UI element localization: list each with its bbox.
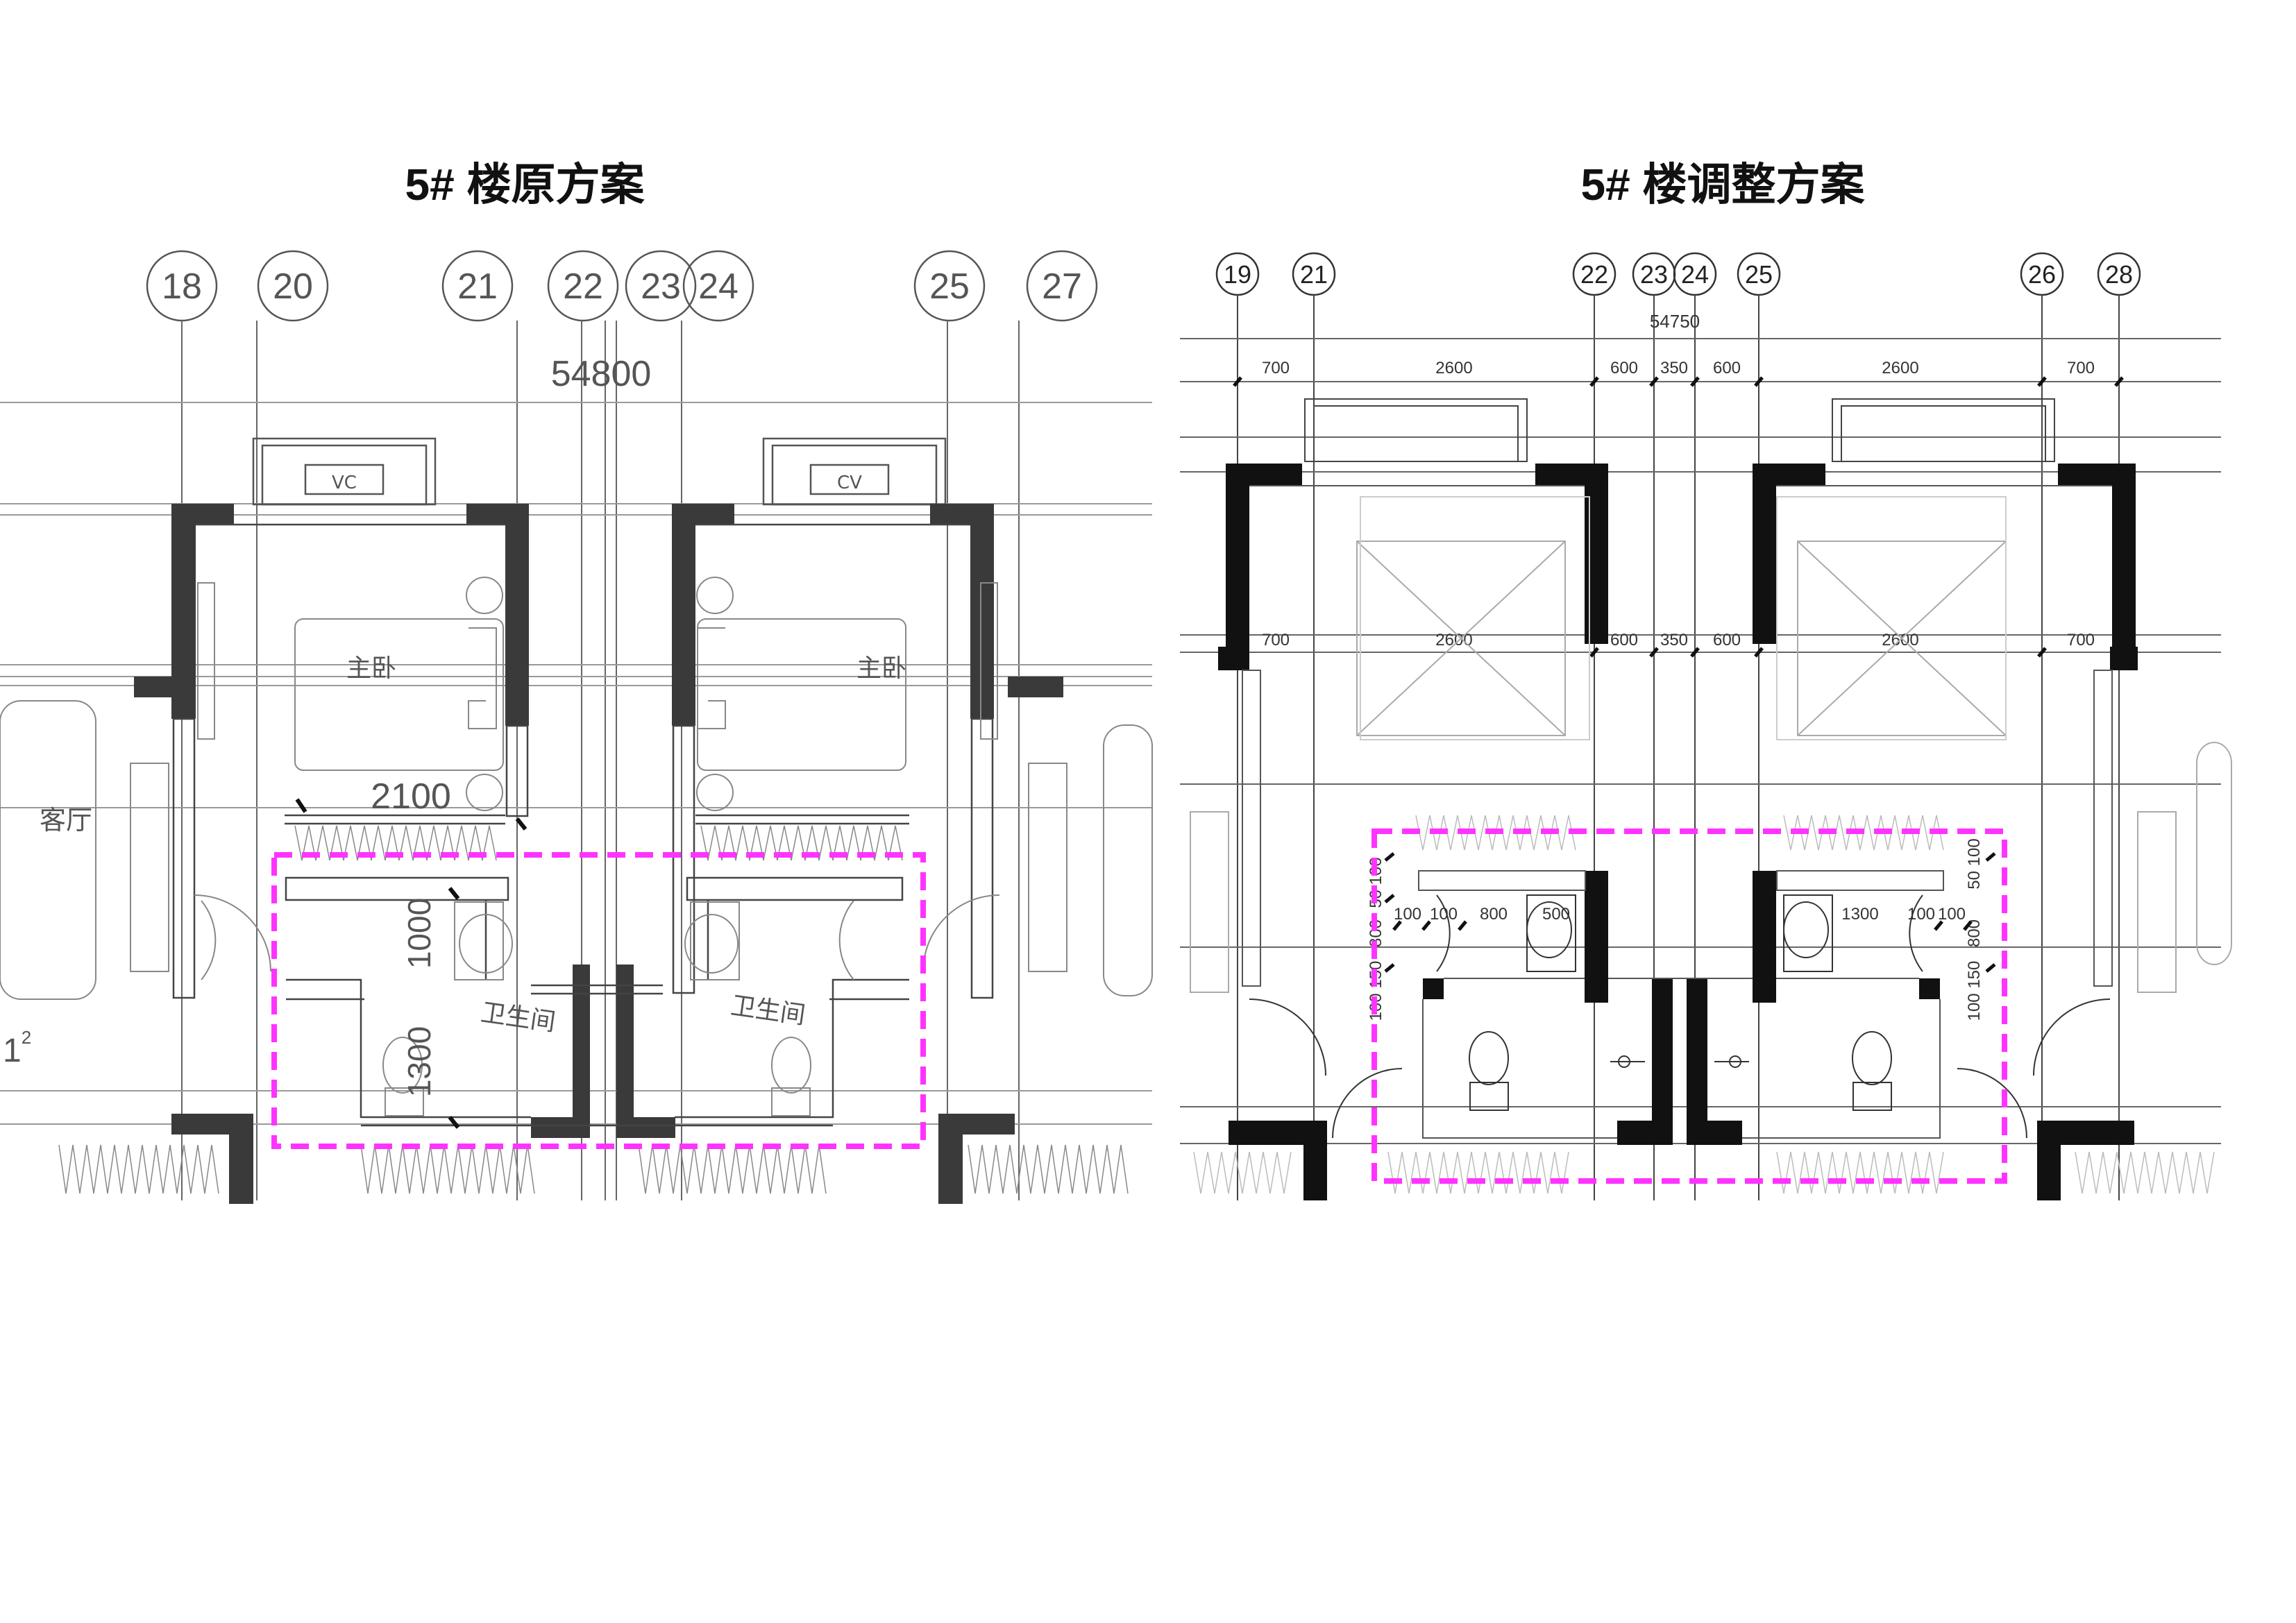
room-label-master-bedroom: 主卧 — [856, 654, 906, 683]
bath-dim: 800 — [1480, 905, 1508, 924]
room-label-master-bedroom: 主卧 — [346, 654, 396, 683]
axis-label: 22 — [1580, 260, 1608, 289]
room-label-living-room: 客厅 — [40, 805, 92, 835]
axis-label: 21 — [1300, 260, 1328, 289]
axis-label: 24 — [1681, 260, 1709, 289]
edge-mark: 12 — [3, 1027, 31, 1069]
axis-label: 21 — [457, 266, 498, 307]
bath-depth-dimension: 1300 — [401, 1026, 437, 1097]
overall-dimension-adjusted: 54750 — [1650, 311, 1700, 332]
room-label-bathroom: 卫生间 — [479, 999, 557, 1037]
axis-label: 24 — [698, 266, 738, 307]
dimension-ticks — [295, 798, 527, 1129]
original-bath-highlight — [271, 852, 926, 1149]
window-tag: VC — [332, 473, 357, 493]
dim-row-value: 2600 — [1882, 359, 1918, 377]
edge-mark-sup: 2 — [22, 1027, 31, 1048]
dim-row-value: 700 — [2067, 359, 2095, 377]
axis-label: 25 — [929, 266, 970, 307]
dim-row-value: 700 — [1262, 631, 1290, 649]
window-bays — [252, 437, 947, 506]
furniture — [0, 577, 1153, 1116]
dim-row-value: 600 — [1713, 631, 1741, 649]
dim-row-value: 700 — [2067, 631, 2095, 649]
thin-walls — [172, 523, 994, 1127]
axis-label: 20 — [273, 266, 313, 307]
horizontal-guides-adjusted — [1180, 338, 2221, 1144]
original-plan-title: 5# 楼原方案 — [405, 160, 645, 210]
bath-dim: 100 — [1907, 905, 1935, 924]
adjusted-plan-title: 5# 楼调整方案 — [1581, 160, 1866, 210]
axis-bubbles-adjusted — [1215, 252, 2141, 296]
adjusted-bath-highlight — [1371, 829, 2007, 1184]
window-tag: CV — [837, 473, 862, 493]
closet-width-dimension: 2100 — [371, 776, 451, 817]
dim-row-value: 350 — [1660, 359, 1688, 377]
axis-label: 23 — [1640, 260, 1668, 289]
walls-adjusted — [1218, 464, 2138, 1200]
dim-row-value: 600 — [1610, 631, 1638, 649]
furniture-adjusted — [1190, 496, 2232, 993]
overall-dimension: 54800 — [551, 354, 652, 394]
axis-label: 27 — [1042, 266, 1082, 307]
axis-label: 25 — [1745, 260, 1773, 289]
axis-label: 19 — [1224, 260, 1251, 289]
bath-dim: 500 — [1542, 905, 1570, 924]
dim-row-value: 600 — [1713, 359, 1741, 377]
axis-label: 23 — [641, 266, 681, 307]
axis-label: 26 — [2028, 260, 2056, 289]
window-bays-adjusted — [1304, 398, 2055, 462]
axis-label: 18 — [162, 266, 202, 307]
fixtures-adjusted — [1249, 894, 2111, 1139]
axis-label: 22 — [563, 266, 603, 307]
axis-lines-adjusted — [1237, 295, 2120, 1200]
bath-dim: 100 150 — [1965, 961, 1984, 1021]
axis-label: 28 — [2105, 260, 2133, 289]
dimension-ticks-adjusted — [1233, 376, 2124, 658]
dim-row-value: 350 — [1660, 631, 1688, 649]
bath-dim-ticks — [1384, 852, 1996, 973]
axis-lines — [181, 321, 1020, 1200]
thin-walls-adjusted — [1242, 485, 2113, 1139]
closet-hatch — [58, 825, 1129, 1194]
bath-dim: 100 — [1938, 905, 1966, 924]
bath-dim: 1300 — [1841, 905, 1878, 924]
bath-depth-dimension: 1000 — [401, 898, 437, 969]
room-label-bathroom: 卫生间 — [729, 992, 807, 1030]
bath-dim: 100 — [1430, 905, 1458, 924]
original-plan: 5# 楼原方案 18 20 21 22 23 24 25 27 — [0, 160, 1153, 1204]
walls-original — [134, 504, 1063, 1204]
dim-row-value: 2600 — [1435, 359, 1472, 377]
dim-row-value: 700 — [1262, 359, 1290, 377]
adjusted-plan: 5# 楼调整方案 19 21 22 23 24 25 26 28 — [1180, 160, 2232, 1200]
dim-row-value: 600 — [1610, 359, 1638, 377]
bath-dim: 100 — [1394, 905, 1421, 924]
edge-mark-main: 1 — [3, 1033, 22, 1069]
bath-dim: 50 100 — [1965, 838, 1984, 889]
